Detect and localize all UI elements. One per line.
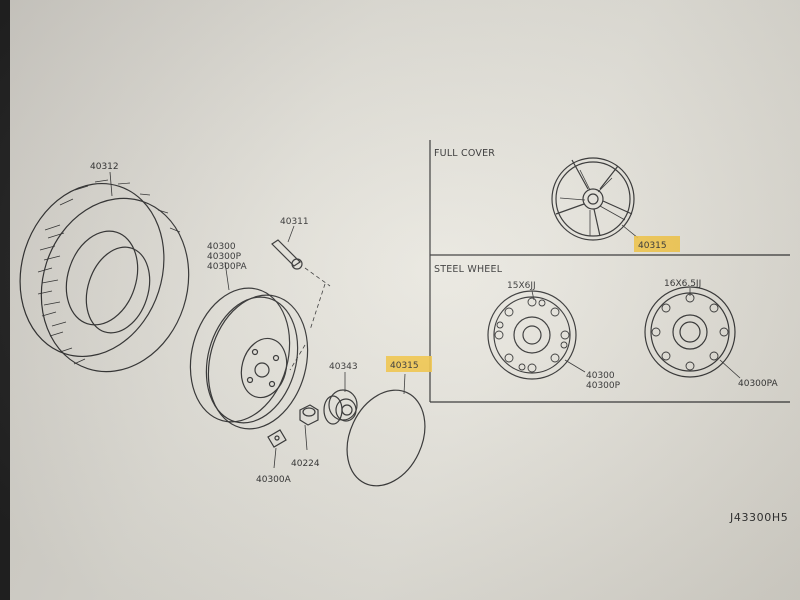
highlight-full-cover-part bbox=[634, 236, 680, 252]
tire-illustration bbox=[19, 171, 190, 373]
center-cap-part-label[interactable]: 40343 bbox=[329, 362, 358, 372]
tire-part-label[interactable]: 40312 bbox=[90, 162, 119, 172]
steel-wheel-15-illustration bbox=[487, 290, 586, 380]
valve-part-label[interactable]: 40311 bbox=[280, 217, 309, 227]
nut-illustration bbox=[299, 404, 319, 451]
steel-wheel-16-size-label: 16X6.5JJ bbox=[664, 279, 701, 289]
center-cap-illustration bbox=[323, 372, 358, 425]
full-cover-title: FULL COVER bbox=[434, 148, 495, 159]
balance-weight-part-label[interactable]: 40300A bbox=[256, 475, 292, 485]
steel-wheel-15-size-label: 15X6JJ bbox=[507, 281, 536, 291]
wheel-part-label-1[interactable]: 40300 bbox=[207, 242, 236, 252]
steel-wheel-16-part-label[interactable]: 40300PA bbox=[738, 379, 778, 389]
steel-wheel-16-illustration bbox=[644, 286, 741, 379]
full-cover-part-label[interactable]: 40315 bbox=[638, 241, 667, 251]
valve-illustration bbox=[271, 225, 331, 371]
balance-weight-illustration bbox=[267, 429, 287, 469]
wheel-part-label-3[interactable]: 40300PA bbox=[207, 262, 247, 272]
steel-wheel-15-part-label-2[interactable]: 40300P bbox=[586, 381, 621, 391]
wheel-part-label-2[interactable]: 40300P bbox=[207, 252, 242, 262]
full-cover-hubcap-illustration bbox=[551, 157, 639, 241]
cover-ring-part-label[interactable]: 40315 bbox=[390, 361, 419, 371]
diagram-id-code: J43300H5 bbox=[729, 511, 788, 524]
wheel-illustration bbox=[189, 261, 309, 430]
highlight-cover-ring-part bbox=[386, 356, 432, 372]
steel-wheel-title: STEEL WHEEL bbox=[434, 264, 503, 275]
cover-ring-illustration bbox=[346, 373, 426, 487]
nut-part-label[interactable]: 40224 bbox=[291, 459, 320, 469]
steel-wheel-15-part-label-1[interactable]: 40300 bbox=[586, 371, 615, 381]
